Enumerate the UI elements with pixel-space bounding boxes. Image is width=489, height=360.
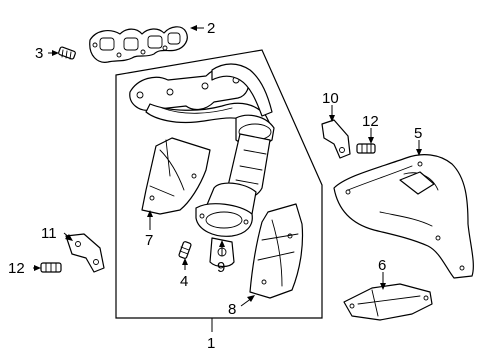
upper-heat-shield xyxy=(141,137,211,215)
leader-lines xyxy=(33,25,422,332)
exhaust-manifold-converter xyxy=(129,63,275,268)
callout-12-lower: 12 xyxy=(8,260,25,277)
callout-12-upper: 12 xyxy=(362,113,379,130)
callout-2: 2 xyxy=(207,20,215,37)
callout-5: 5 xyxy=(414,125,422,142)
lower-heat-shield xyxy=(249,203,304,299)
assembly-boundary xyxy=(115,49,323,319)
bolt-lower xyxy=(40,262,62,273)
callout-3: 3 xyxy=(35,45,43,62)
callout-8: 8 xyxy=(228,301,236,318)
bracket-upper xyxy=(321,119,351,159)
stud-small-part xyxy=(178,241,192,259)
bracket-lower xyxy=(65,233,105,273)
callout-11: 11 xyxy=(41,225,57,242)
callout-10: 10 xyxy=(322,90,339,107)
callout-7: 7 xyxy=(145,232,153,249)
callout-9: 9 xyxy=(217,259,225,276)
heat-insulator xyxy=(333,154,474,279)
lower-shield-plate xyxy=(343,283,433,321)
callout-6: 6 xyxy=(378,257,386,274)
bolt-upper xyxy=(356,143,376,154)
stud-part xyxy=(58,46,76,60)
gasket-part xyxy=(89,26,188,63)
callout-1: 1 xyxy=(207,335,215,352)
callout-4: 4 xyxy=(180,273,188,290)
callout-labels: 2 3 10 12 5 6 7 8 9 4 11 12 1 xyxy=(8,20,422,352)
